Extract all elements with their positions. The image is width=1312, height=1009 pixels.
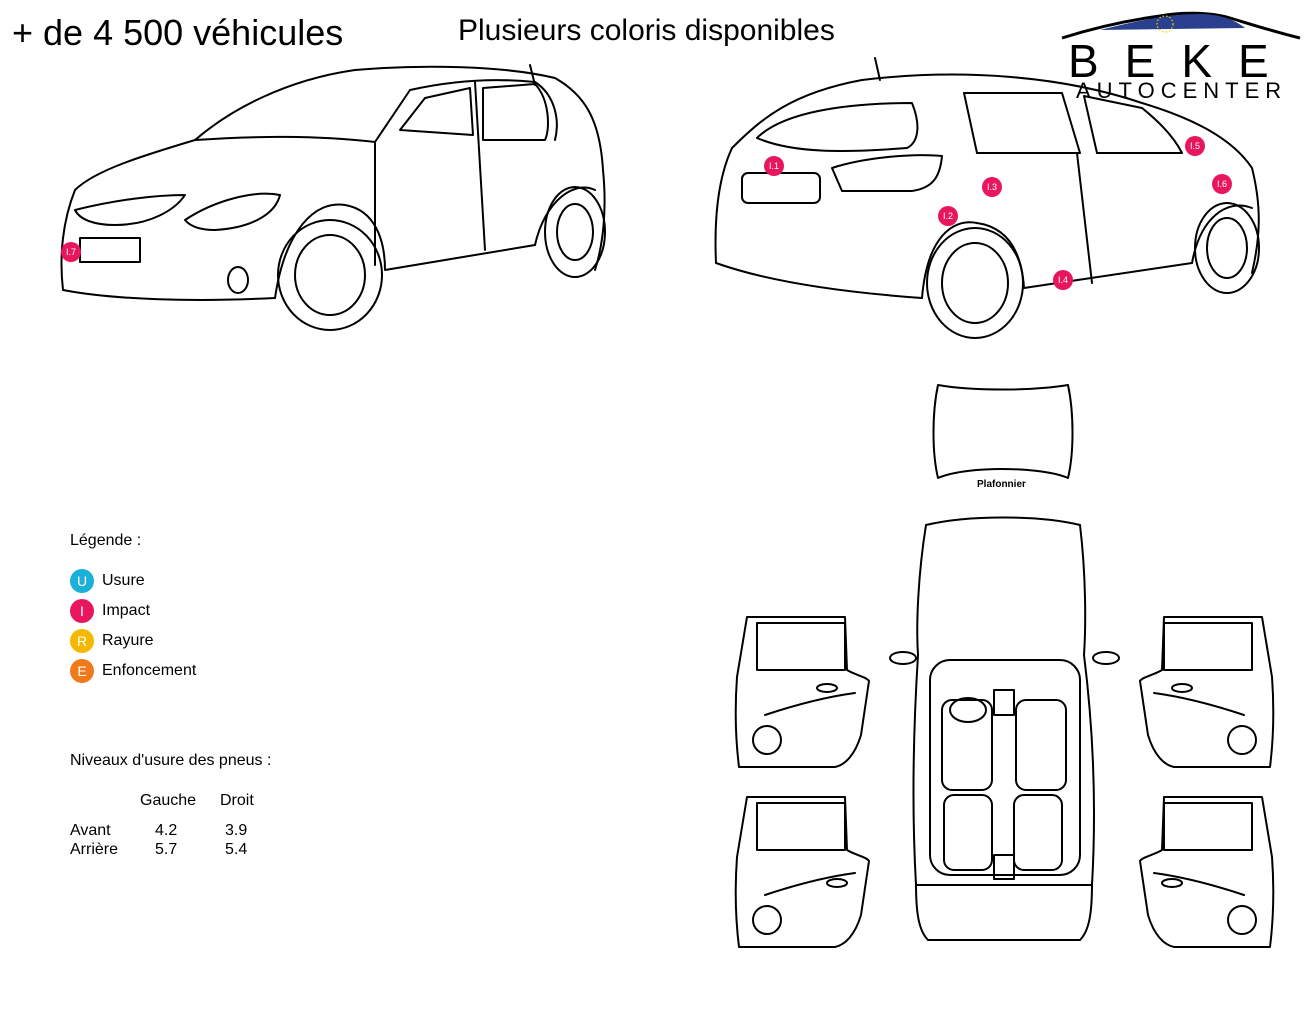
car-top-view xyxy=(889,516,1120,941)
legend-dot: E xyxy=(70,659,94,683)
tire-header-droit: Droit xyxy=(220,792,254,809)
legend-item-impact: I Impact xyxy=(70,596,196,626)
legend-item-rayure: R Rayure xyxy=(70,626,196,656)
subheadline: Plusieurs coloris disponibles xyxy=(458,14,835,47)
tire-value-right: 5.4 xyxy=(225,841,248,858)
legend-title: Légende : xyxy=(70,532,142,549)
logo-wordmark: BEKE xyxy=(1068,35,1295,87)
car-front-left-view xyxy=(60,64,606,331)
tire-value-right: 3.9 xyxy=(225,822,248,839)
legend-label: Rayure xyxy=(102,632,154,649)
legend-label: Enfoncement xyxy=(102,662,197,679)
tire-value-left: 4.2 xyxy=(155,822,178,839)
tire-header-empty xyxy=(70,792,140,810)
tire-header-gauche: Gauche xyxy=(140,792,197,809)
headline: + de 4 500 véhicules xyxy=(12,12,344,53)
door-front-left xyxy=(734,616,870,768)
damage-marker[interactable]: I.2 xyxy=(938,206,958,226)
damage-marker[interactable]: I.4 xyxy=(1053,270,1073,290)
tire-wear-section: Niveaux d'usure des pneus : Gauche Droit… xyxy=(70,752,280,859)
damage-marker[interactable]: I.6 xyxy=(1212,174,1232,194)
headliner-diagram xyxy=(932,384,1074,479)
door-rear-left xyxy=(734,796,870,948)
legend-label: Usure xyxy=(102,572,145,589)
legend-dot: I xyxy=(70,599,94,623)
legend-item-usure: U Usure xyxy=(70,566,196,596)
damage-marker[interactable]: I.5 xyxy=(1185,136,1205,156)
damage-marker[interactable]: I.3 xyxy=(982,177,1002,197)
damage-marker[interactable]: I.1 xyxy=(764,156,784,176)
logo-car-silhouette-icon xyxy=(1061,11,1301,40)
damage-marker[interactable]: I.7 xyxy=(61,242,81,262)
tire-row-label: Arrière xyxy=(70,841,119,858)
car-rear-right-view xyxy=(714,57,1260,339)
door-front-right xyxy=(1139,616,1275,768)
tire-wear-table: Gauche Droit xyxy=(70,792,280,810)
beke-autocenter-logo: BEKE AUTOCENTER xyxy=(1060,8,1305,103)
door-rear-right xyxy=(1139,796,1275,948)
tire-value-left: 5.7 xyxy=(155,841,178,858)
legend: Légende : U Usure I Impact R Rayure E En… xyxy=(70,532,196,686)
legend-dot: R xyxy=(70,629,94,653)
headliner-label: Plafonnier xyxy=(977,479,1026,490)
logo-tagline: AUTOCENTER xyxy=(1076,78,1288,103)
legend-item-enfoncement: E Enfoncement xyxy=(70,656,196,686)
tire-wear-title: Niveaux d'usure des pneus : xyxy=(70,752,272,769)
legend-label: Impact xyxy=(102,602,151,619)
tire-row-label: Avant xyxy=(70,822,111,839)
tire-wear-rows: Avant 4.2 3.9 Arrière 5.7 5.4 xyxy=(70,822,280,859)
legend-dot: U xyxy=(70,569,94,593)
